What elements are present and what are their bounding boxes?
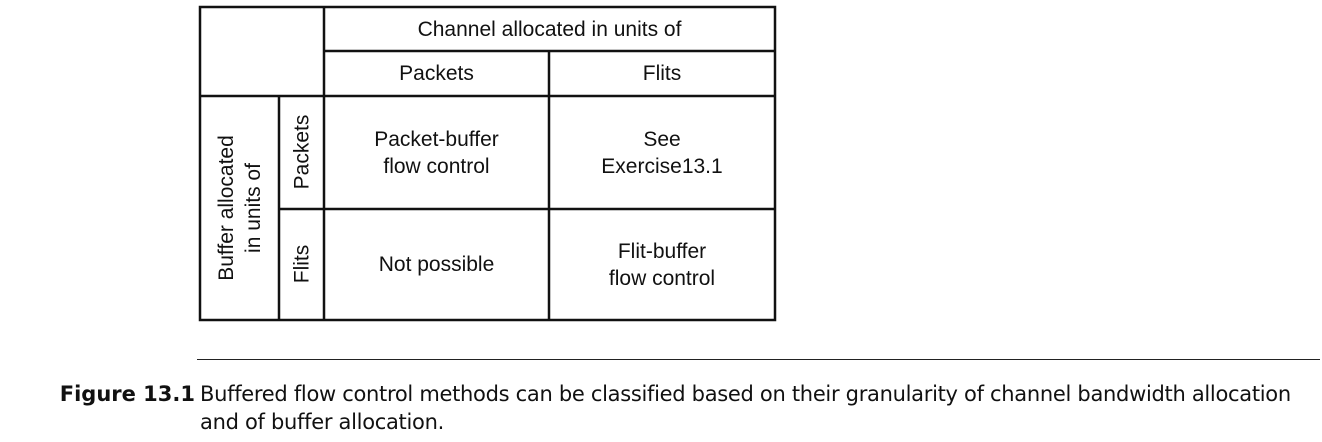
row-header-packets: Packets xyxy=(290,114,314,190)
caption-rule xyxy=(197,359,1320,360)
cell-not-possible: Not possible xyxy=(378,253,495,276)
cell-packet-buffer-flow-control: Packet-buffer flow control xyxy=(374,127,499,178)
buffer-allocation-header: Buffer allocated in units of xyxy=(215,135,265,281)
row-header-flits: Flits xyxy=(290,244,314,284)
figure-caption-text: Buffered flow control methods can be cla… xyxy=(200,382,1291,434)
col-header-flits: Flits xyxy=(642,62,682,85)
cell-see-exercise: See Exercise13.1 xyxy=(601,127,723,178)
channel-allocation-header: Channel allocated in units of xyxy=(417,17,682,41)
cell-flit-buffer-flow-control: Flit-buffer flow control xyxy=(608,239,716,290)
col-header-packets: Packets xyxy=(399,62,474,85)
figure-label: Figure 13.1 xyxy=(59,382,195,406)
